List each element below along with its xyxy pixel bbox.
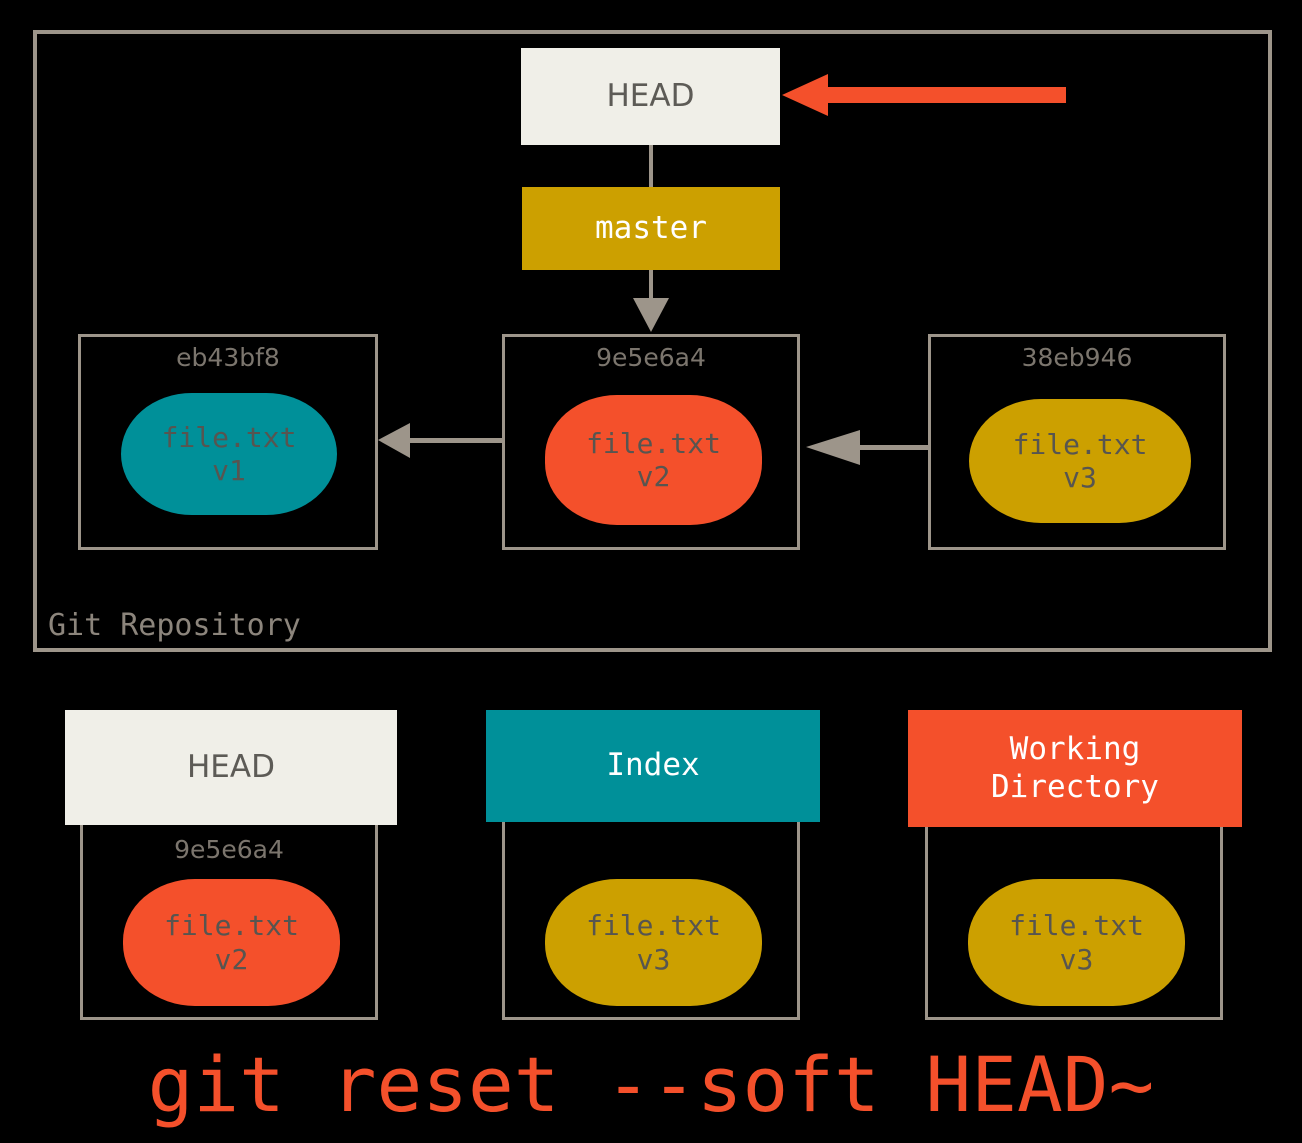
red-move-arrow-icon bbox=[782, 74, 1066, 116]
commit-box-38eb946[interactable]: 38eb946 file.txt v3 bbox=[928, 334, 1226, 550]
tree-header-index[interactable]: Index bbox=[486, 710, 820, 822]
tree-blob-index: file.txt v3 bbox=[545, 879, 762, 1006]
tree-header-working-directory[interactable]: Working Directory bbox=[908, 710, 1242, 827]
blob-version: v3 bbox=[636, 942, 671, 976]
commit-hash-label: eb43bf8 bbox=[176, 343, 280, 372]
git-repository-label: Git Repository bbox=[48, 608, 301, 643]
head-to-master-connector bbox=[649, 145, 653, 187]
blob-filename: file.txt bbox=[1012, 427, 1148, 461]
head-pointer-box[interactable]: HEAD bbox=[521, 48, 780, 145]
parent-link-line-1 bbox=[856, 445, 928, 450]
commit-blob-v3: file.txt v3 bbox=[969, 399, 1191, 523]
tree-header-line2: Directory bbox=[991, 768, 1159, 805]
blob-version: v2 bbox=[636, 460, 671, 493]
master-to-commit-line bbox=[649, 270, 653, 304]
tree-blob-head: file.txt v2 bbox=[123, 879, 340, 1006]
commit-blob-v1: file.txt v1 bbox=[121, 393, 337, 515]
parent-link-arrowhead-icon-1 bbox=[806, 430, 860, 465]
blob-filename: file.txt bbox=[161, 420, 297, 454]
commit-box-eb43bf8[interactable]: eb43bf8 file.txt v1 bbox=[78, 334, 378, 550]
master-to-commit-arrowhead-icon bbox=[633, 298, 669, 332]
blob-version: v3 bbox=[1059, 942, 1094, 976]
parent-link-line-2 bbox=[406, 438, 502, 443]
commit-hash-label: 9e5e6a4 bbox=[596, 343, 706, 372]
tree-box-index[interactable]: file.txt v3 bbox=[502, 790, 800, 1020]
tree-header-head[interactable]: HEAD bbox=[65, 710, 397, 825]
blob-filename: file.txt bbox=[586, 426, 721, 460]
blob-version: v3 bbox=[1063, 461, 1097, 494]
commit-box-9e5e6a4[interactable]: 9e5e6a4 file.txt v2 bbox=[502, 334, 800, 550]
tree-box-head[interactable]: 9e5e6a4 file.txt v2 bbox=[80, 790, 378, 1020]
parent-link-arrowhead-icon-2 bbox=[378, 423, 410, 458]
blob-filename: file.txt bbox=[586, 909, 721, 943]
master-branch-box[interactable]: master bbox=[522, 187, 780, 270]
blob-filename: file.txt bbox=[164, 909, 299, 943]
blob-version: v2 bbox=[214, 942, 249, 976]
tree-header-line1: Working bbox=[1009, 731, 1141, 768]
tree-box-working-directory[interactable]: file.txt v3 bbox=[925, 790, 1223, 1020]
commit-hash-label: 38eb946 bbox=[1021, 343, 1133, 372]
commit-blob-v2: file.txt v2 bbox=[545, 395, 762, 525]
tree-hash-label-head: 9e5e6a4 bbox=[174, 835, 284, 864]
blob-filename: file.txt bbox=[1009, 909, 1144, 943]
tree-blob-working-directory: file.txt v3 bbox=[968, 879, 1185, 1006]
git-repository-frame bbox=[33, 30, 1272, 652]
blob-version: v1 bbox=[212, 454, 246, 487]
command-caption: git reset --soft HEAD~ bbox=[147, 1040, 1155, 1129]
